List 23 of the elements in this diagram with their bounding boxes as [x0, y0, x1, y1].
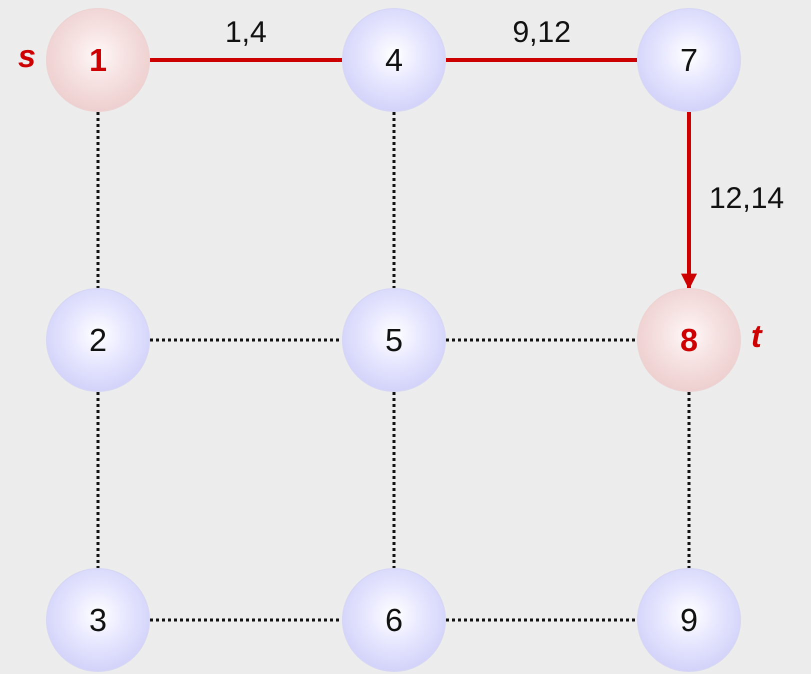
dotted-edge: [96, 112, 100, 288]
node-number: 5: [385, 322, 403, 358]
node-number: 4: [385, 42, 403, 78]
path-edge: [446, 58, 637, 62]
dotted-edge: [150, 338, 342, 342]
node-number: 8: [680, 322, 698, 358]
node-number: 2: [89, 322, 107, 358]
dotted-edge: [446, 618, 637, 622]
node-number: 1: [89, 42, 107, 78]
dotted-edge: [392, 112, 396, 288]
dotted-edge: [446, 338, 637, 342]
path-edge: [681, 112, 697, 290]
node-number: 6: [385, 602, 403, 638]
node-number: 7: [680, 42, 698, 78]
dotted-edge: [392, 392, 396, 568]
dotted-edge: [96, 392, 100, 568]
node-tag: t: [751, 318, 762, 355]
dotted-edge: [150, 618, 342, 622]
node-number: 3: [89, 602, 107, 638]
node-tag: s: [18, 38, 36, 75]
node-number: 9: [680, 602, 698, 638]
dotted-edge: [688, 392, 690, 568]
path-edge: [150, 58, 342, 62]
